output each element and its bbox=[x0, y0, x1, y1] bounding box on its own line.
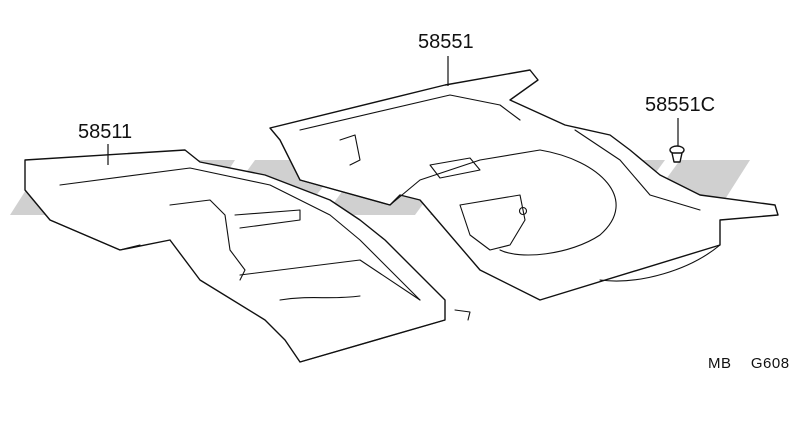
drawing-code-number: G608 bbox=[750, 355, 790, 372]
clip-drawing bbox=[669, 145, 685, 163]
part-label-left-floor-mat: 58511 bbox=[78, 121, 133, 143]
drawing-code-prefix: MB bbox=[708, 355, 732, 372]
part-label-mat-clip: 58551C bbox=[645, 94, 716, 116]
drawing-code: MB G608 bbox=[708, 355, 790, 372]
left-floor-mat-drawing bbox=[24, 149, 471, 363]
rear-floor-mat-drawing bbox=[269, 69, 779, 301]
part-label-rear-floor-mat: 58551 bbox=[418, 31, 474, 53]
